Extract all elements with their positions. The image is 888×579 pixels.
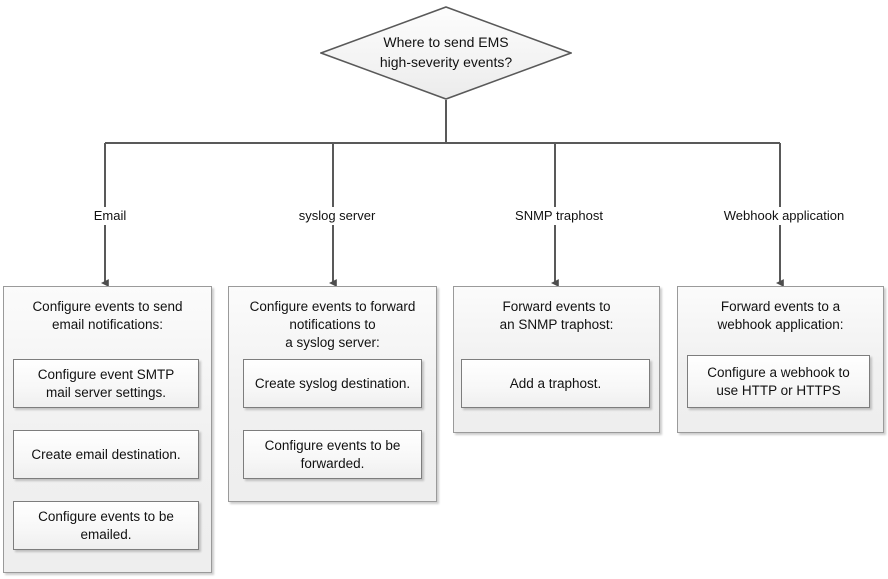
- branch-panel-title-syslog: Configure events to forward notification…: [249, 299, 416, 350]
- step-label: Configure a webhook to use HTTP or HTTPS: [707, 364, 850, 398]
- branch-panel-snmp: Forward events to an SNMP traphost:: [453, 286, 660, 433]
- step-box-configure-events-forwarded[interactable]: Configure events to be forwarded.: [243, 430, 422, 479]
- step-label: Create email destination.: [31, 446, 181, 462]
- step-label: Add a traphost.: [509, 375, 602, 391]
- step-label: Configure events to be forwarded.: [264, 437, 401, 471]
- step-box-create-syslog-destination[interactable]: Create syslog destination.: [243, 359, 422, 408]
- decision-node: Where to send EMS high-severity events?: [320, 6, 572, 100]
- step-box-create-email-destination[interactable]: Create email destination.: [13, 430, 199, 479]
- branch-label-webhook-application: Webhook application: [708, 207, 860, 225]
- branch-label-snmp-traphost: SNMP traphost: [501, 207, 617, 225]
- step-label: Create syslog destination.: [254, 375, 411, 391]
- branch-panel-title-snmp: Forward events to an SNMP traphost:: [499, 299, 614, 332]
- step-box-configure-smtp[interactable]: Configure event SMTP mail server setting…: [13, 359, 199, 408]
- branch-panel-title-email: Configure events to send email notificat…: [32, 299, 183, 332]
- decision-diamond-shape: [320, 6, 572, 100]
- step-label: Configure event SMTP mail server setting…: [37, 366, 175, 400]
- step-box-add-traphost[interactable]: Add a traphost.: [461, 359, 650, 408]
- branch-label-syslog-server: syslog server: [285, 207, 389, 225]
- branch-panel-title-webhook: Forward events to a webhook application:: [717, 299, 844, 332]
- step-box-configure-events-emailed[interactable]: Configure events to be emailed.: [13, 501, 199, 550]
- step-box-configure-webhook-http[interactable]: Configure a webhook to use HTTP or HTTPS: [687, 355, 870, 408]
- step-label: Configure events to be emailed.: [38, 508, 174, 542]
- decision-label: Where to send EMS high-severity events?: [379, 34, 513, 70]
- branch-label-email: Email: [78, 207, 142, 225]
